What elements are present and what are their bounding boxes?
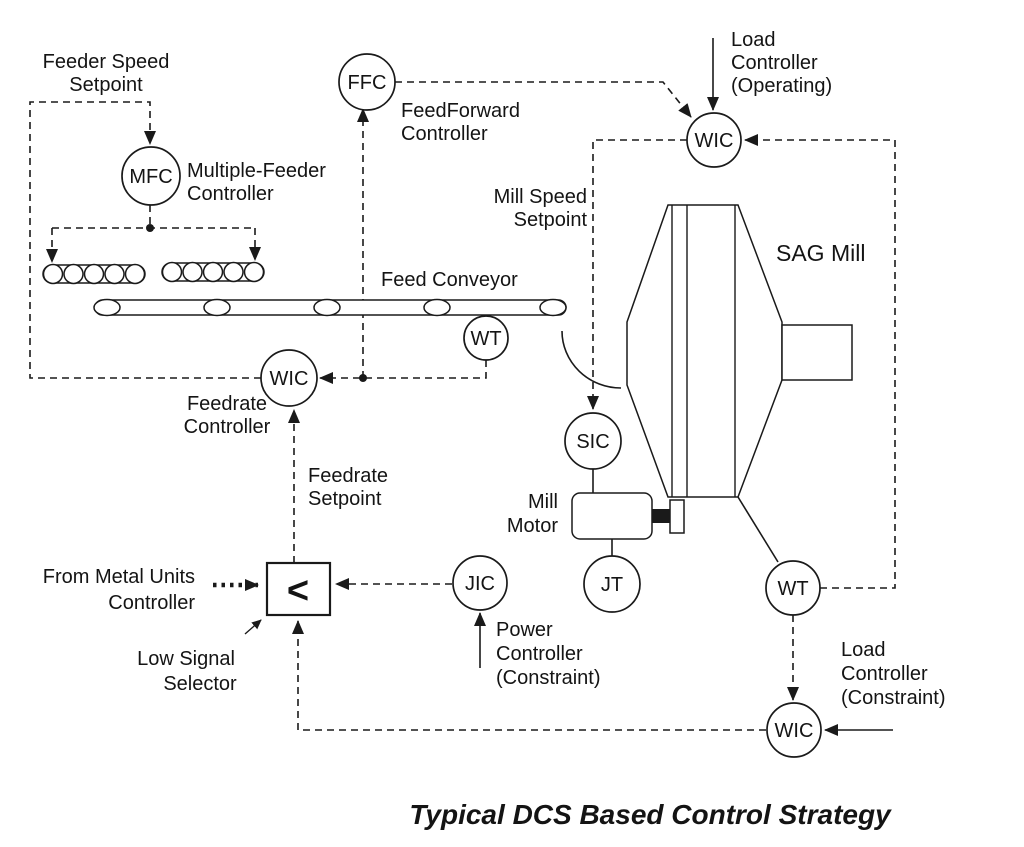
ffc-bubble: [338, 53, 396, 111]
from-metal-units-label: From Metal Units: [43, 566, 195, 588]
svg-text:Setpoint: Setpoint: [514, 209, 588, 231]
diagram-title: Typical DCS Based Control Strategy: [409, 799, 892, 830]
feed-chute-curve: [561, 330, 622, 389]
sag-mill: [571, 204, 853, 540]
multiple-feeder-controller-label: Multiple-Feeder: [187, 160, 326, 182]
svg-text:Controller: Controller: [187, 183, 274, 205]
svg-text:Controller: Controller: [731, 52, 818, 74]
low-signal-selector-symbol: <: [287, 570, 309, 612]
instrument-bubbles: MFC FFC WIC WT WIC SIC JIC JT WT WIC: [121, 53, 822, 758]
wt-discharge-bubble: [765, 560, 821, 616]
ffc-to-wic-operating-line: [395, 81, 692, 118]
feed-conveyor-label: Feed Conveyor: [381, 269, 518, 291]
wic-operating-tag: WIC: [695, 130, 734, 152]
low-signal-selector-box: [265, 561, 332, 617]
svg-text:(Constraint): (Constraint): [496, 667, 600, 689]
wic-feedrate-bubble: [260, 349, 318, 407]
discharge-weight-to-wic-operating-line: [744, 134, 896, 589]
wic-constraint-bubble: [766, 702, 822, 758]
mill-speed-setpoint-label: Mill Speed: [494, 186, 587, 208]
selector-callout-arrow: [244, 619, 262, 635]
jic-bubble: [452, 555, 508, 611]
feedforward-controller-label: FeedForward: [401, 100, 520, 122]
sag-mill-label: SAG Mill: [776, 240, 865, 266]
mfc-bubble: [121, 146, 181, 206]
svg-text:Controller: Controller: [108, 592, 195, 614]
mill-body: [626, 204, 783, 498]
svg-text:(Constraint): (Constraint): [841, 687, 945, 709]
power-controller-constraint-label: Power: [496, 619, 553, 641]
wic-feedrate-tag: WIC: [270, 368, 309, 390]
svg-text:Controller: Controller: [401, 123, 488, 145]
feedrate-controller-label: Feedrate: [187, 393, 267, 415]
sic-bubble: [564, 412, 622, 470]
svg-text:Setpoint: Setpoint: [69, 74, 143, 96]
svg-text:Controller: Controller: [184, 416, 271, 438]
low-signal-selector-label: Low Signal: [137, 648, 235, 670]
svg-text:Selector: Selector: [163, 673, 237, 695]
mill-shell-lines: [671, 205, 736, 497]
wic-constraint-to-selector-line: [292, 620, 766, 731]
svg-text:Motor: Motor: [507, 515, 558, 537]
mill-motor-label: Mill: [528, 491, 558, 513]
wt-feed-tag: WT: [470, 328, 501, 350]
conveyor-weight-to-wic-feedrate-line: [319, 360, 487, 384]
junction-dot-weight: [359, 374, 367, 382]
wt-feed-bubble: [463, 315, 509, 361]
pinion-gear: [669, 499, 685, 534]
jt-bubble: [583, 555, 641, 613]
feed-conveyor: [93, 298, 567, 317]
junction-dot-mfc: [146, 224, 154, 232]
ffc-tag: FFC: [348, 72, 387, 94]
sic-tag: SIC: [576, 431, 609, 453]
feeder-speed-setpoint-label: Feeder Speed: [43, 51, 170, 73]
load-controller-operating-label: Load: [731, 29, 776, 51]
mill-motor-box: [571, 492, 653, 540]
right-feeder-rollers: [161, 261, 265, 283]
mfc-tag: MFC: [129, 166, 172, 188]
svg-text:Setpoint: Setpoint: [308, 488, 382, 510]
wic-constraint-tag: WIC: [775, 720, 814, 742]
feedrate-setpoint-label: Feedrate: [308, 465, 388, 487]
mill-to-wt-line: [737, 496, 779, 563]
wt-discharge-tag: WT: [777, 578, 808, 600]
svg-text:(Operating): (Operating): [731, 75, 832, 97]
jt-tag: JT: [601, 574, 623, 596]
left-feeder-rollers: [42, 263, 146, 285]
motor-shaft: [652, 509, 670, 523]
svg-text:Controller: Controller: [841, 663, 928, 685]
solid-lines: [244, 38, 893, 736]
feeder-speed-setpoint-line: [29, 101, 261, 379]
signal-lines: [29, 81, 896, 731]
mfc-output-line: [52, 205, 255, 229]
mill-trunnion: [781, 324, 853, 381]
wic-operating-bubble: [686, 112, 742, 168]
load-controller-constraint-label: Load: [841, 639, 886, 661]
annotations: Feeder Speed Setpoint Multiple-Feeder Co…: [43, 29, 946, 830]
svg-text:Controller: Controller: [496, 643, 583, 665]
feeders: [42, 261, 265, 285]
jic-tag: JIC: [465, 573, 495, 595]
